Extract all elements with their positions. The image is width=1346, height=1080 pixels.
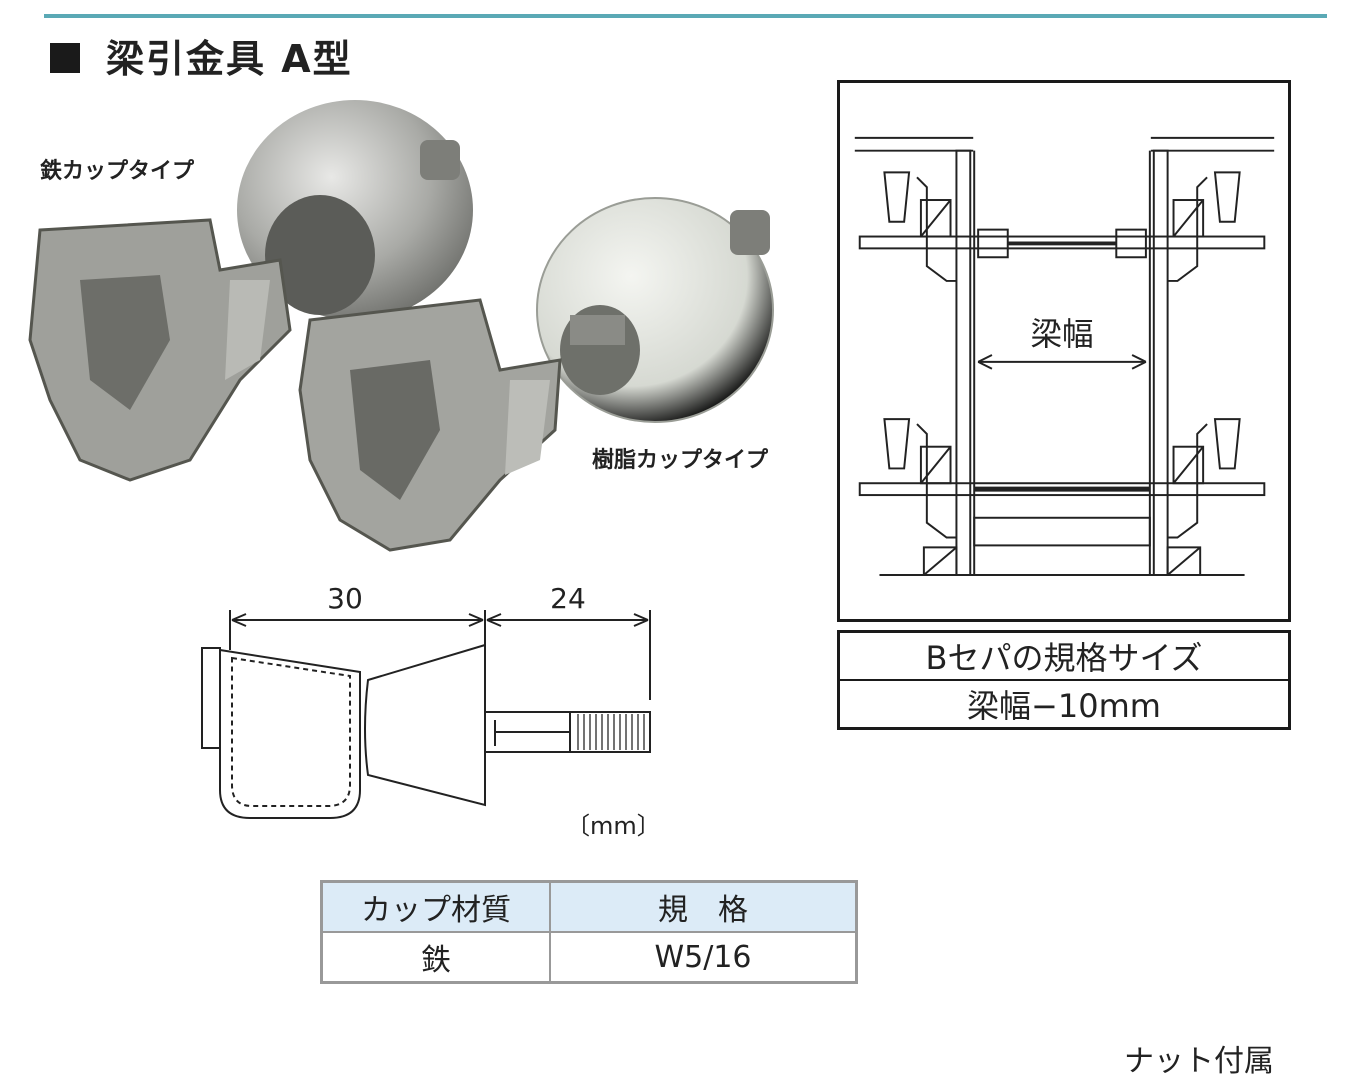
resin-clip-image bbox=[298, 298, 562, 552]
dim-bolt-length: 24 bbox=[550, 582, 586, 615]
label-iron-cup: 鉄カップタイプ bbox=[40, 158, 195, 184]
size-table-header: Bセパの規格サイズ bbox=[837, 630, 1291, 681]
unit-label: 〔mm〕 bbox=[566, 812, 661, 840]
dim-cup-length: 30 bbox=[327, 582, 363, 615]
installation-diagram: 梁幅 bbox=[837, 80, 1291, 622]
page-title: 梁引金具 A型 bbox=[50, 28, 353, 83]
b-separator-size-table: Bセパの規格サイズ 梁幅−10mm bbox=[837, 630, 1291, 730]
iron-cup-image bbox=[237, 100, 473, 320]
iron-clip-image bbox=[28, 218, 292, 482]
table-row: 鉄 W5/16 bbox=[320, 931, 858, 984]
spec-table-header-row: カップ材質 規 格 bbox=[320, 880, 858, 933]
footnote: ナット付属 bbox=[1124, 1044, 1274, 1079]
square-bullet-icon bbox=[50, 42, 80, 73]
dimension-drawing: 30 24 bbox=[201, 582, 651, 819]
size-table-value: 梁幅−10mm bbox=[837, 679, 1291, 730]
resin-cup-image bbox=[536, 197, 774, 423]
spec-cell-standard: W5/16 bbox=[549, 931, 858, 984]
top-accent-rule bbox=[44, 14, 1327, 18]
beam-width-label: 梁幅 bbox=[1030, 317, 1093, 353]
product-photo: 鉄カップタイプ 樹脂カップタイプ bbox=[28, 100, 774, 552]
table-row: 梁幅−10mm bbox=[837, 679, 1291, 730]
title-text: 梁引金具 A型 bbox=[106, 37, 353, 81]
spec-table: カップ材質 規 格 鉄 W5/16 bbox=[320, 880, 858, 984]
table-row: Bセパの規格サイズ bbox=[837, 630, 1291, 681]
label-resin-cup: 樹脂カップタイプ bbox=[592, 447, 769, 473]
spec-header-material: カップ材質 bbox=[320, 880, 551, 933]
spec-header-standard: 規 格 bbox=[549, 880, 858, 933]
spec-cell-material: 鉄 bbox=[320, 931, 551, 984]
